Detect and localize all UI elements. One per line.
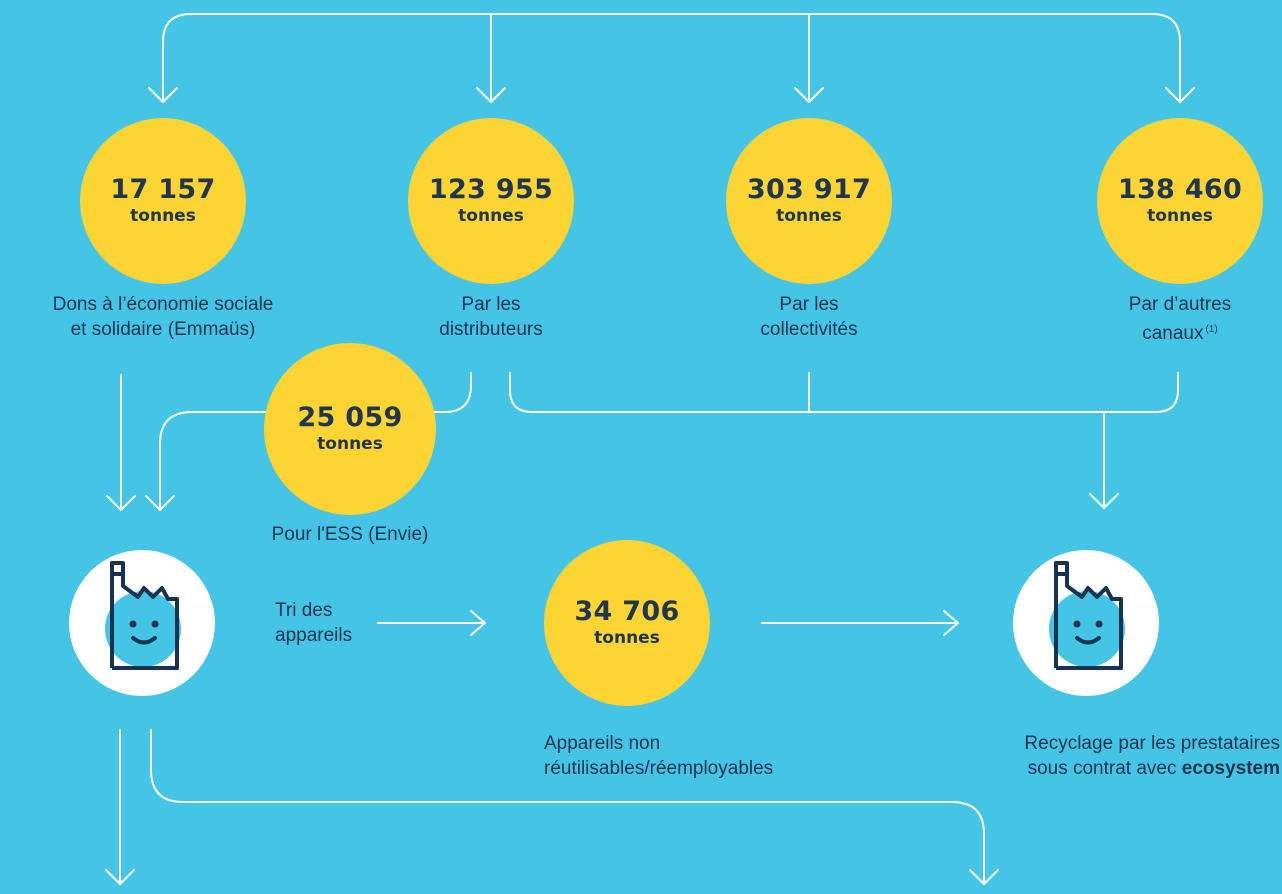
unit: tonnes (317, 434, 383, 454)
unit: tonnes (594, 628, 660, 648)
envie-circle: 25 059 tonnes (264, 343, 436, 515)
label-line: réutilisables/réemployables (544, 758, 774, 779)
amount: 123 955 (428, 174, 554, 205)
factory-smiley-icon (1049, 561, 1125, 670)
arrow-head-collectivites (794, 87, 824, 103)
arrow-head-output-right (969, 869, 999, 885)
label-line: Par les (779, 294, 839, 315)
arrow-head-recyclage (1089, 493, 1119, 509)
amount: 303 917 (746, 174, 872, 205)
unit: tonnes (776, 206, 842, 226)
label-line: Dons à l’économie sociale (52, 294, 274, 315)
amount: 17 157 (110, 174, 216, 205)
factory-smiley-icon (105, 561, 181, 670)
top-distribution-line (162, 13, 1181, 101)
arrow-head-tri-non-reutilisables (470, 610, 486, 636)
arrow-head-envie-tri (145, 495, 175, 511)
envie-to-tri-line (159, 411, 271, 511)
source-label-collectivites: Par les collectivités (719, 292, 899, 342)
label-line: Par d’autres (1128, 294, 1232, 315)
label-line: Tri des (275, 600, 333, 621)
arrow-head-non-reutilisables-recyclage (943, 610, 959, 636)
source-label-ess: Dons à l’économie sociale et solidaire (… (3, 292, 323, 342)
label-text: canaux (1142, 323, 1204, 344)
non-reutilisables-label: Appareils non réutilisables/réemployable… (544, 731, 844, 781)
recycling-center (1013, 550, 1159, 696)
footnote-marker: (1) (1205, 324, 1218, 335)
label-line: appareils (275, 625, 353, 646)
amount: 25 059 (297, 402, 403, 433)
arrow-head-distributeurs (476, 87, 506, 103)
tri-output-line-right (150, 729, 985, 885)
arrow-head-ess (148, 87, 178, 103)
label-line: Par les (461, 294, 521, 315)
source-label-autres: Par d’autres canaux(1) (1090, 292, 1270, 346)
label-line: et solidaire (Emmaüs) (70, 319, 256, 340)
arrow-head-autres (1165, 87, 1195, 103)
amount: 34 706 (574, 596, 680, 627)
collect-merge-line (509, 372, 1179, 413)
tri-label: Tri des appareils (275, 598, 385, 648)
source-label-distributeurs: Par les distributeurs (401, 292, 581, 342)
amount: 138 460 (1117, 174, 1243, 205)
unit: tonnes (1147, 206, 1213, 226)
source-circle-autres: 138 460 tonnes (1097, 118, 1263, 284)
label-line: Recyclage par les prestataires (1024, 733, 1280, 754)
sorting-center (69, 550, 215, 696)
envie-label: Pour l'ESS (Envie) (234, 522, 466, 547)
label-line: canaux(1) (1090, 317, 1270, 346)
distributeurs-to-envie-line (419, 372, 472, 413)
brand-name: ecosystem (1181, 758, 1280, 779)
unit: tonnes (130, 206, 196, 226)
label-text: sous contrat avec (1027, 758, 1182, 779)
non-reutilisables-circle: 34 706 tonnes (544, 540, 710, 706)
unit: tonnes (458, 206, 524, 226)
source-circle-collectivites: 303 917 tonnes (726, 118, 892, 284)
arrow-head-ess-tri (106, 495, 136, 511)
label-line: Appareils non (544, 733, 661, 754)
label-line: collectivités (760, 319, 858, 340)
arrow-head-output-left (105, 869, 135, 885)
label-text: Pour l'ESS (Envie) (271, 524, 429, 545)
source-circle-ess: 17 157 tonnes (80, 118, 246, 284)
label-line: sous contrat avec ecosystem (918, 756, 1280, 781)
recyclage-label: Recyclage par les prestataires sous cont… (918, 731, 1280, 781)
label-line: distributeurs (439, 319, 543, 340)
source-circle-distributeurs: 123 955 tonnes (408, 118, 574, 284)
